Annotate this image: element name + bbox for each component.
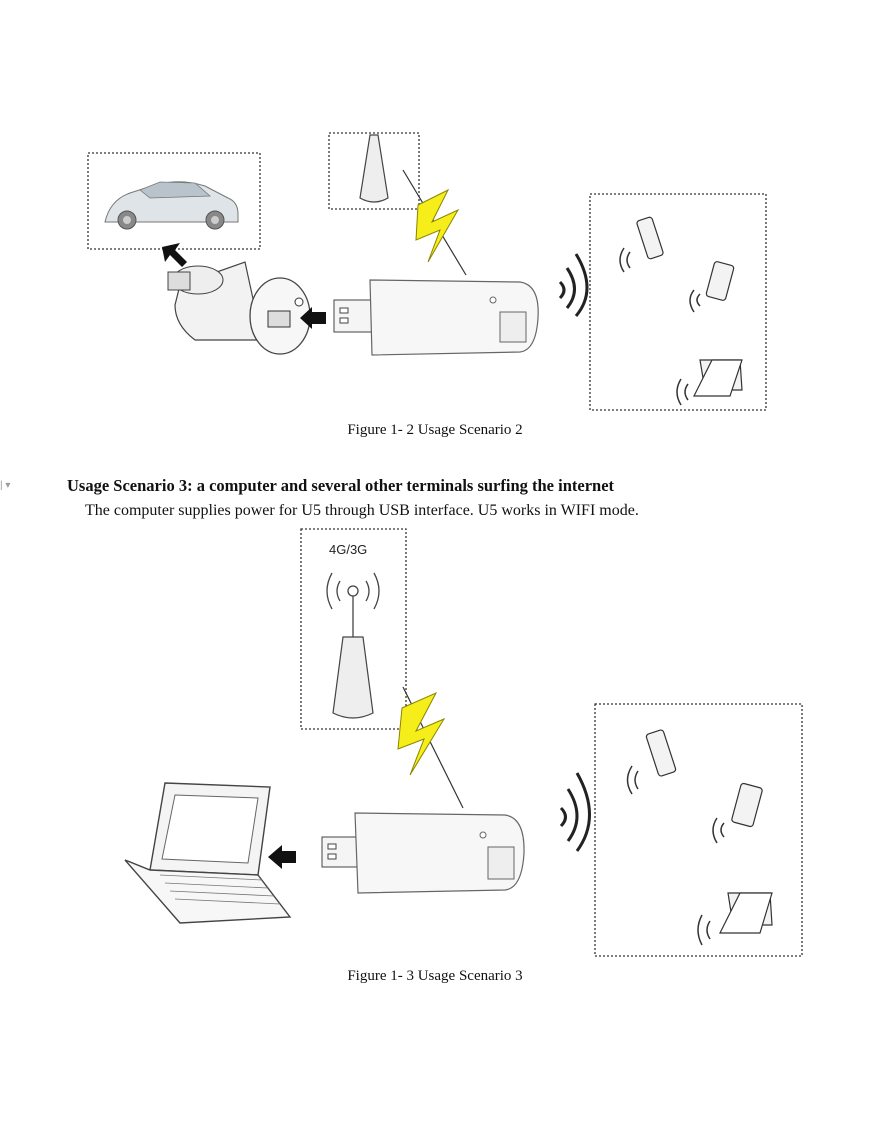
figure-usage-scenario-2	[87, 132, 767, 411]
u5-dongle-icon	[321, 812, 525, 894]
pda-icon	[689, 261, 735, 313]
antenna-signal-icon	[326, 572, 380, 637]
wifi-waves-icon	[558, 253, 589, 317]
tower-box-top	[328, 132, 420, 210]
car-charger-icon	[167, 261, 311, 355]
terminals-box	[594, 703, 803, 957]
car-icon	[104, 181, 239, 230]
phone-icon	[619, 216, 664, 273]
phone-icon	[626, 729, 677, 795]
u5-dongle-icon	[333, 279, 539, 356]
laptop-icon	[676, 359, 743, 406]
lightning-icon	[415, 188, 460, 263]
lightning-icon	[397, 691, 446, 776]
laptop-icon	[697, 892, 773, 946]
network-label: 4G/3G	[329, 542, 367, 557]
tower-icon	[332, 636, 374, 719]
arrow-to-car-icon	[162, 243, 187, 267]
arrow-into-charger-icon	[300, 307, 326, 329]
figure-3-caption: Figure 1- 3 Usage Scenario 3	[347, 968, 523, 984]
tower-icon	[359, 134, 389, 203]
wifi-waves-icon	[559, 772, 591, 852]
computer-laptop-icon	[124, 782, 292, 924]
pda-icon	[712, 782, 763, 844]
section-heading: Usage Scenario 3: a computer and several…	[67, 476, 615, 495]
section-paragraph: The computer supplies power for U5 throu…	[85, 502, 639, 519]
figure-2-caption: Figure 1- 2 Usage Scenario 2	[347, 422, 523, 438]
arrow-into-laptop-icon	[268, 845, 296, 869]
tower-box	[300, 528, 407, 730]
terminals-box	[589, 193, 767, 411]
figure-usage-scenario-3: 4G/3G	[124, 528, 803, 957]
comment-margin-marker: | ▾	[0, 480, 11, 491]
